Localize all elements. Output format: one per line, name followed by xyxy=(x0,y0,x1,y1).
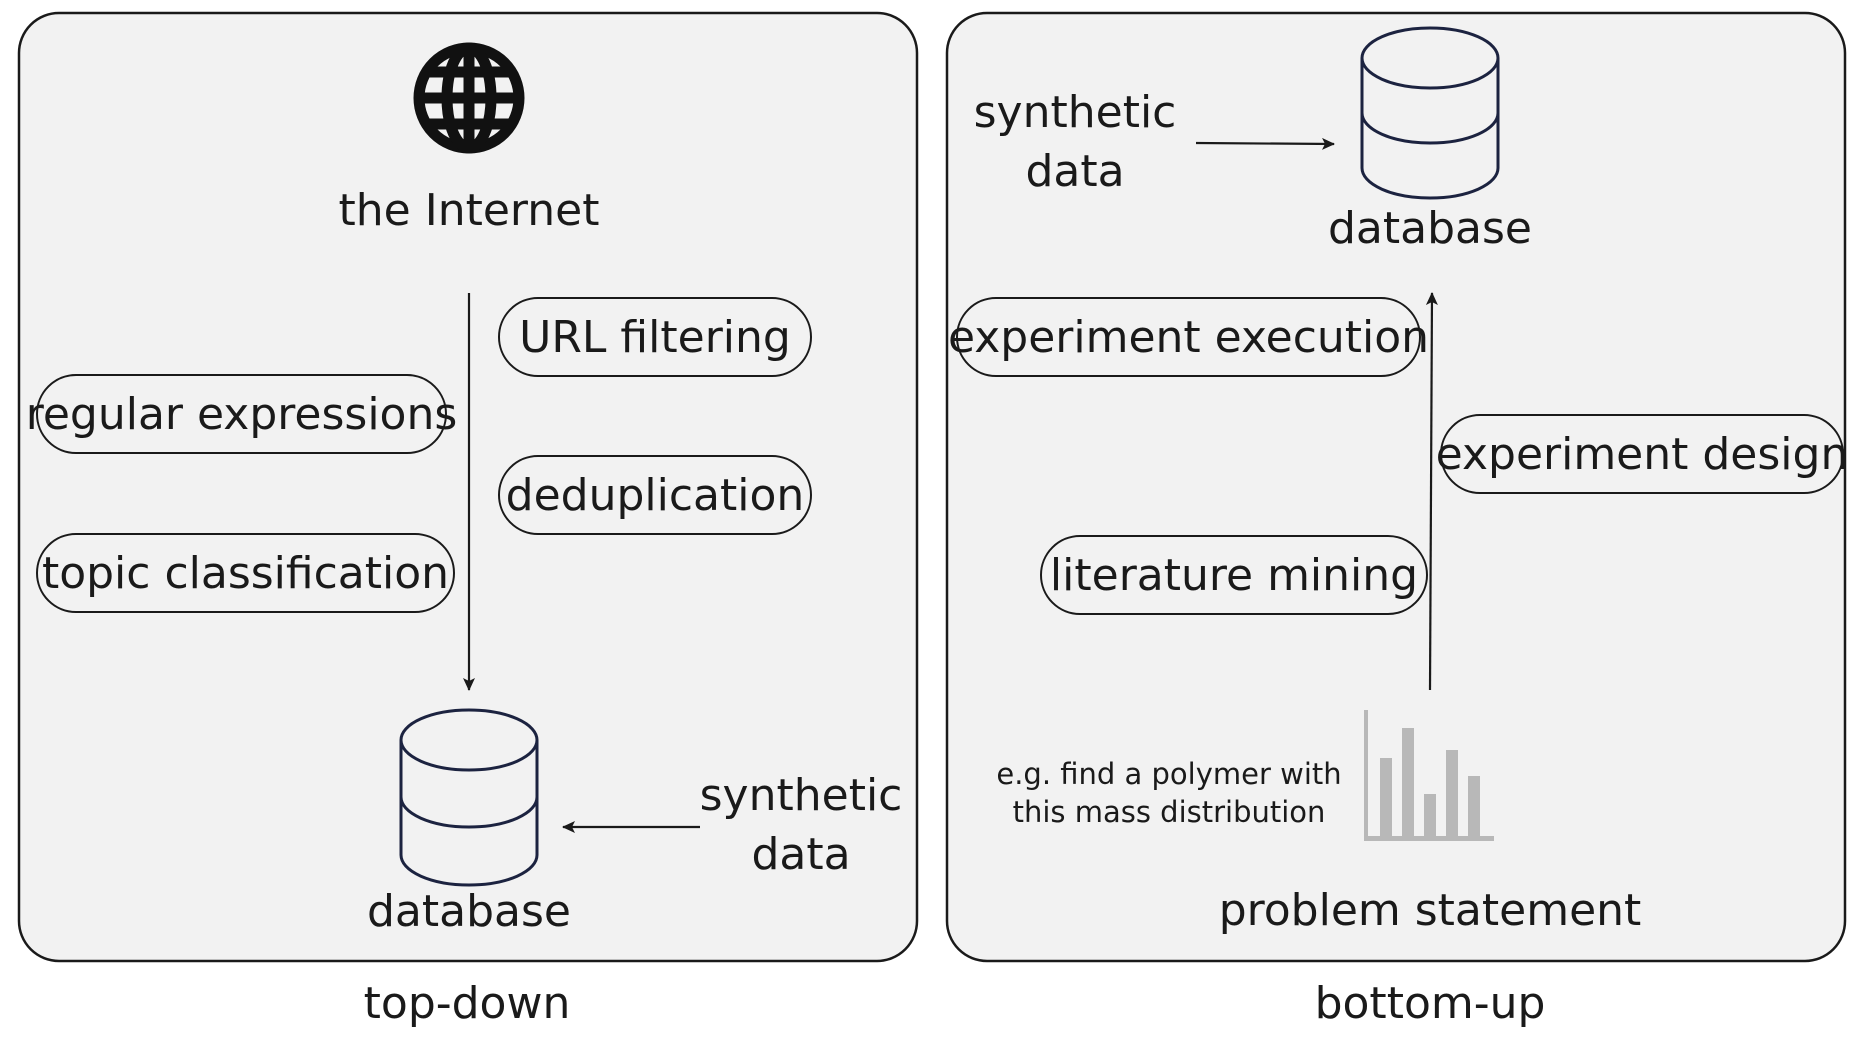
bottom-up-flow-arrow xyxy=(1425,292,1438,691)
database-icon xyxy=(1360,26,1500,200)
step-experiment-execution: experiment execution xyxy=(948,297,1429,377)
bar-chart-icon xyxy=(1364,710,1494,841)
example-line-1: e.g. find a polymer with xyxy=(996,757,1342,791)
bottom-up-caption: bottom-up xyxy=(1314,978,1546,1029)
problem-statement-label: problem statement xyxy=(1218,885,1642,936)
step-regular-expressions: regular expressions xyxy=(26,374,457,454)
top-down-caption: top-down xyxy=(363,978,571,1029)
right-synthetic-label-2: data xyxy=(1025,146,1125,197)
step-experiment-design: experiment design xyxy=(1436,414,1848,494)
right-synthetic-label-1: synthetic xyxy=(973,87,1177,138)
globe-icon xyxy=(413,42,525,154)
step-topic-classification: topic classification xyxy=(36,533,455,613)
left-database-label: database xyxy=(367,886,571,937)
example-line-2: this mass distribution xyxy=(1012,795,1326,829)
left-synthetic-label-1: synthetic xyxy=(699,770,903,821)
step-deduplication: deduplication xyxy=(498,455,812,535)
database-icon xyxy=(399,708,539,887)
left-synthetic-label-2: data xyxy=(751,829,851,880)
right-synthetic-arrow xyxy=(1195,137,1335,150)
bottom-up-panel xyxy=(945,11,1847,963)
right-database-label: database xyxy=(1328,203,1532,254)
internet-label: the Internet xyxy=(338,185,600,236)
step-url-filtering: URL filtering xyxy=(498,297,812,377)
step-literature-mining: literature mining xyxy=(1040,535,1428,615)
